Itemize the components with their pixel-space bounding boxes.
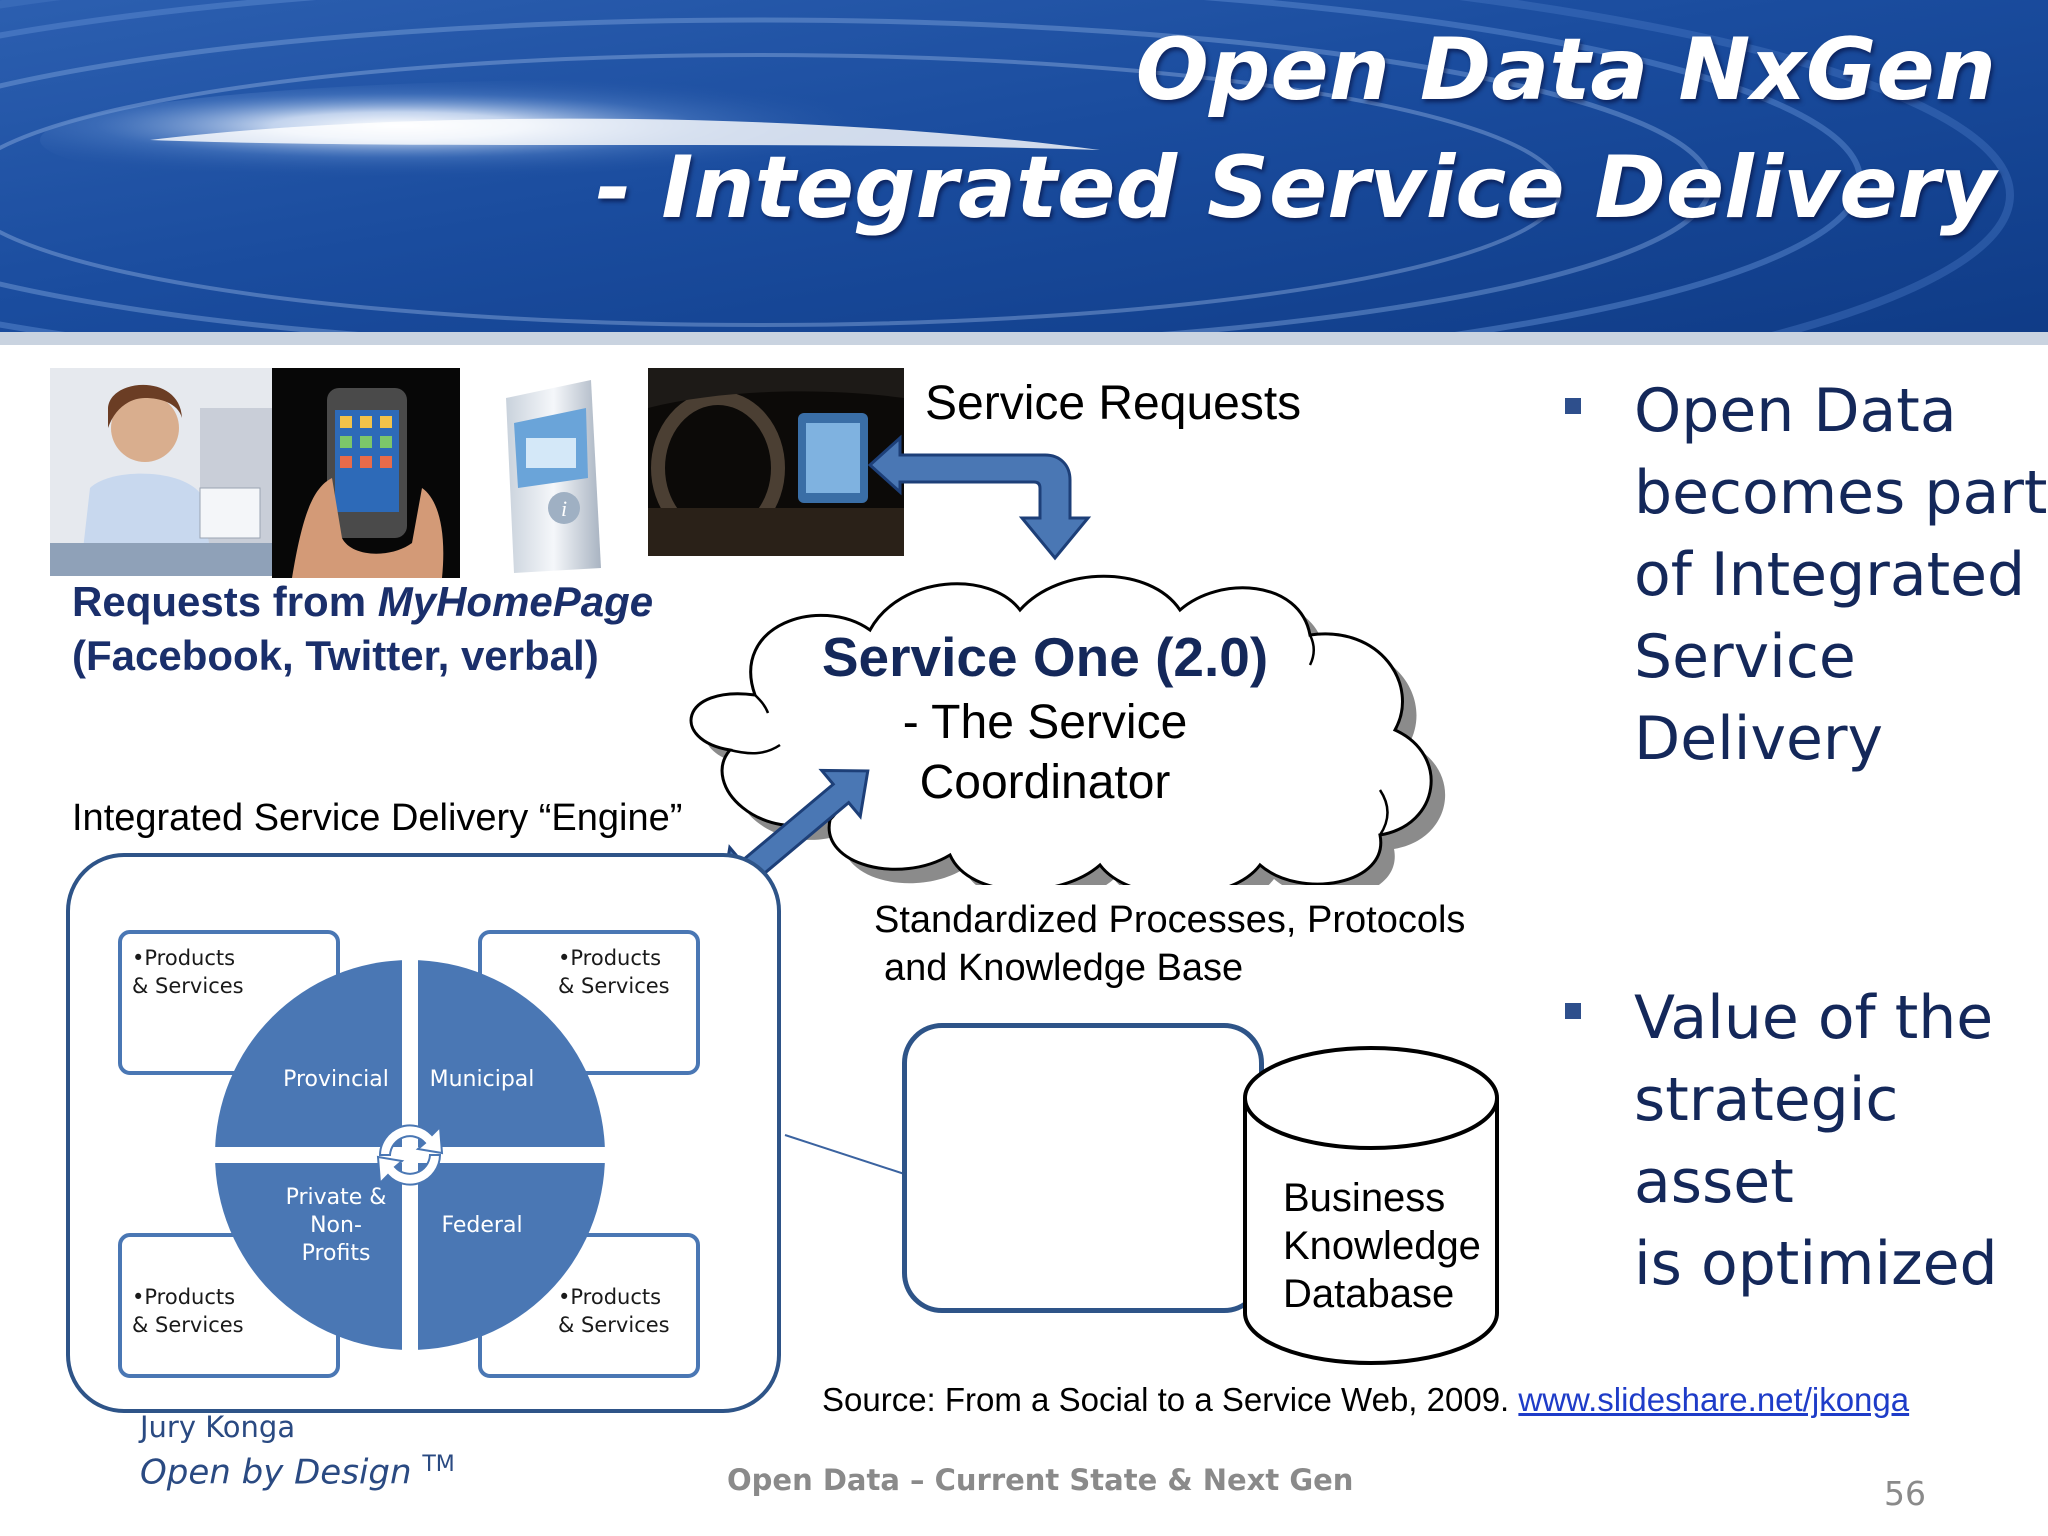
- footer-author: Jury Konga: [140, 1410, 296, 1444]
- database-cylinder: [1243, 1046, 1499, 1365]
- knowledge-base-box: [902, 1023, 1264, 1313]
- corner-label-top-right: •Products & Services: [558, 946, 670, 998]
- database-label: Business Knowledge Database: [1283, 1176, 1481, 1316]
- standardized-label-1: Standardized Processes, Protocols: [874, 899, 1466, 941]
- requests-channels: (Facebook, Twitter, verbal): [72, 632, 599, 679]
- footer-brand: Open by Design TM: [140, 1452, 455, 1492]
- car-dashboard-photo: [648, 368, 904, 556]
- cloud-subtitle-2: Coordinator: [919, 756, 1171, 809]
- slide-title-line2: - Integrated Service Delivery: [595, 138, 1996, 238]
- segment-provincial: Provincial: [283, 1067, 389, 1092]
- header-banner: Open Data NxGen - Integrated Service Del…: [0, 0, 2048, 345]
- footer-brand-name: Open by Design: [140, 1452, 412, 1493]
- segment-federal: Federal: [441, 1213, 523, 1238]
- engine-label: Integrated Service Delivery “Engine”: [72, 797, 683, 839]
- smartphone-photo: [272, 368, 460, 578]
- segment-private-non-profits: Private & Non- Profits: [285, 1185, 387, 1266]
- service-requests-label: Service Requests: [925, 377, 1302, 430]
- source-citation: Source: From a Social to a Service Web, …: [822, 1381, 1909, 1419]
- service-cloud-shape: [689, 574, 1446, 885]
- myhomepage-text: MyHomePage: [377, 578, 654, 625]
- standardized-label-2: and Knowledge Base: [884, 947, 1244, 989]
- slide-number: 56: [1884, 1474, 1926, 1513]
- bullet-text-2: Value of the strategic asset is optimize…: [1634, 983, 1998, 1299]
- info-kiosk-image: i: [496, 368, 611, 578]
- requests-from-label: Requests from MyHomePage (Facebook, Twit…: [72, 575, 653, 683]
- header-swirl-graphic: [0, 0, 2048, 345]
- footer-trademark: TM: [422, 1452, 455, 1477]
- cycle-arrows-icon: [376, 1124, 444, 1186]
- woman-at-computer-photo: [50, 368, 272, 576]
- request-double-arrow: [867, 434, 1092, 561]
- svg-text:i: i: [561, 496, 567, 521]
- bullet-marker-1: [1565, 398, 1581, 414]
- source-text: Source: From a Social to a Service Web, …: [822, 1381, 1519, 1418]
- corner-label-bottom-right: •Products & Services: [558, 1285, 670, 1337]
- bullet-text-1: Open Data becomes part of Integrated Ser…: [1634, 376, 2048, 774]
- corner-label-bottom-left: •Products & Services: [132, 1285, 244, 1337]
- requests-prefix: Requests from: [72, 578, 378, 625]
- cloud-subtitle-1: - The Service: [902, 696, 1188, 749]
- jurisdiction-circle: [214, 959, 606, 1351]
- bullet-marker-2: [1565, 1003, 1581, 1019]
- corner-label-top-left: •Products & Services: [132, 946, 244, 998]
- segment-municipal: Municipal: [429, 1067, 535, 1092]
- footer-center-title: Open Data – Current State & Next Gen: [727, 1463, 1354, 1497]
- cloud-title: Service One (2.0): [821, 626, 1269, 688]
- slide-title-line1: Open Data NxGen: [1135, 20, 1996, 120]
- source-link[interactable]: www.slideshare.net/jkonga: [1518, 1381, 1910, 1418]
